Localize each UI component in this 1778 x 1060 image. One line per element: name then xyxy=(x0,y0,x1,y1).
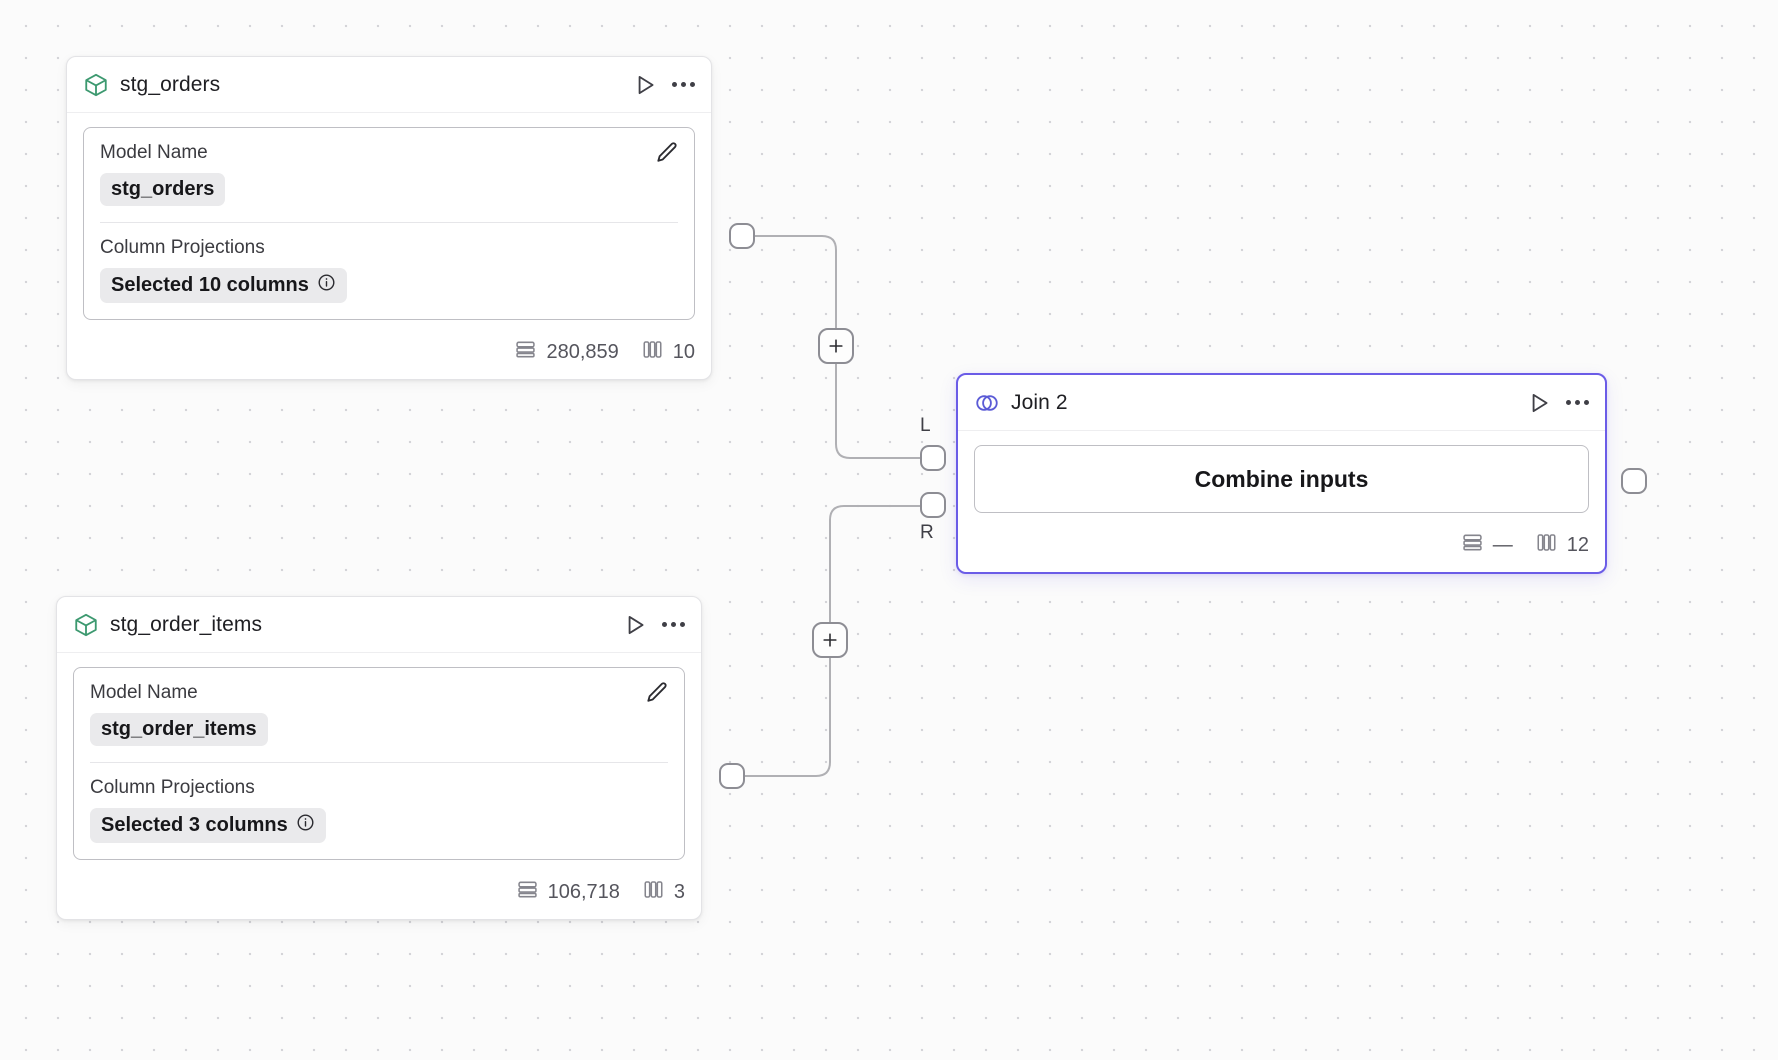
pencil-icon[interactable] xyxy=(654,140,680,171)
node-stg-order-items[interactable]: stg_order_items Model Name xyxy=(56,596,702,920)
field-divider xyxy=(90,762,668,763)
row-count-stat: 106,718 xyxy=(516,878,620,907)
column-count-value: 12 xyxy=(1566,534,1589,556)
column-count-stat: 10 xyxy=(641,338,695,367)
node-footer: — 12 xyxy=(958,525,1605,572)
column-count-stat: 3 xyxy=(642,878,685,907)
column-projections-label: Column Projections xyxy=(90,777,255,798)
row-count-stat: — xyxy=(1461,531,1513,560)
more-options-icon[interactable] xyxy=(672,78,695,91)
play-icon[interactable] xyxy=(632,72,658,98)
columns-icon xyxy=(642,878,665,907)
node-title: Join 2 xyxy=(1011,390,1068,414)
input-handle-label-right: R xyxy=(920,522,934,543)
node-title: stg_orders xyxy=(120,72,221,96)
play-icon[interactable] xyxy=(1526,390,1552,416)
node-title: stg_order_items xyxy=(110,612,263,636)
node-stg-orders[interactable]: stg_orders Model Name xyxy=(66,56,712,380)
node-header-actions xyxy=(632,72,695,98)
column-count-stat: 12 xyxy=(1535,531,1589,560)
node-header: stg_orders xyxy=(67,57,711,113)
combine-inputs-label: Combine inputs xyxy=(1194,465,1369,492)
node-body: Model Name stg_orders Column Projections… xyxy=(67,113,711,332)
node-header: Join 2 xyxy=(958,375,1605,431)
column-projections-value[interactable]: Selected 3 columns xyxy=(90,808,326,843)
rows-icon xyxy=(514,338,537,367)
node-header-actions xyxy=(622,612,685,638)
node-header-actions xyxy=(1526,390,1589,416)
pencil-icon[interactable] xyxy=(644,680,670,711)
model-name-label: Model Name xyxy=(90,682,198,703)
output-handle-join-2[interactable] xyxy=(1621,468,1647,494)
cube-icon xyxy=(83,72,109,98)
node-join-2[interactable]: Join 2 Combine inputs xyxy=(956,373,1607,574)
node-body: Model Name stg_order_items Column Projec… xyxy=(57,653,701,872)
rows-icon xyxy=(516,878,539,907)
add-node-on-edge-top[interactable] xyxy=(818,328,854,364)
model-name-text: stg_orders xyxy=(111,178,215,200)
row-count-value: 280,859 xyxy=(546,341,619,363)
column-count-value: 10 xyxy=(672,341,695,363)
input-handle-left-join-2[interactable] xyxy=(920,445,946,471)
model-name-value[interactable]: stg_order_items xyxy=(90,713,268,746)
columns-icon xyxy=(641,338,664,367)
info-icon[interactable] xyxy=(296,813,315,838)
add-node-on-edge-bottom[interactable] xyxy=(812,622,848,658)
column-projections-text: Selected 3 columns xyxy=(101,814,288,836)
model-name-text: stg_order_items xyxy=(101,718,257,740)
model-name-value[interactable]: stg_orders xyxy=(100,173,226,206)
node-footer: 280,859 10 xyxy=(67,332,711,379)
venn-join-icon xyxy=(974,390,1000,416)
model-config-card: Model Name stg_order_items Column Projec… xyxy=(73,667,685,860)
node-header: stg_order_items xyxy=(57,597,701,653)
play-icon[interactable] xyxy=(622,612,648,638)
column-projections-value[interactable]: Selected 10 columns xyxy=(100,268,347,303)
column-projections-text: Selected 10 columns xyxy=(111,274,309,296)
more-options-icon[interactable] xyxy=(662,618,685,631)
node-footer: 106,718 3 xyxy=(57,872,701,919)
model-config-card: Model Name stg_orders Column Projections… xyxy=(83,127,695,320)
input-handle-label-left: L xyxy=(920,415,931,436)
rows-icon xyxy=(1461,531,1484,560)
combine-inputs-button[interactable]: Combine inputs xyxy=(974,445,1589,513)
cube-icon xyxy=(73,612,99,638)
info-icon[interactable] xyxy=(317,273,336,298)
output-handle-stg-orders[interactable] xyxy=(729,223,755,249)
model-name-label: Model Name xyxy=(100,142,208,163)
input-handle-right-join-2[interactable] xyxy=(920,492,946,518)
row-count-value: 106,718 xyxy=(547,881,620,903)
more-options-icon[interactable] xyxy=(1566,396,1589,409)
column-projections-label: Column Projections xyxy=(100,237,265,258)
columns-icon xyxy=(1535,531,1558,560)
field-divider xyxy=(100,222,678,223)
row-count-value: — xyxy=(1492,534,1513,556)
output-handle-stg-order-items[interactable] xyxy=(719,763,745,789)
node-body: Combine inputs xyxy=(958,431,1605,525)
column-count-value: 3 xyxy=(673,881,685,903)
row-count-stat: 280,859 xyxy=(514,338,619,367)
